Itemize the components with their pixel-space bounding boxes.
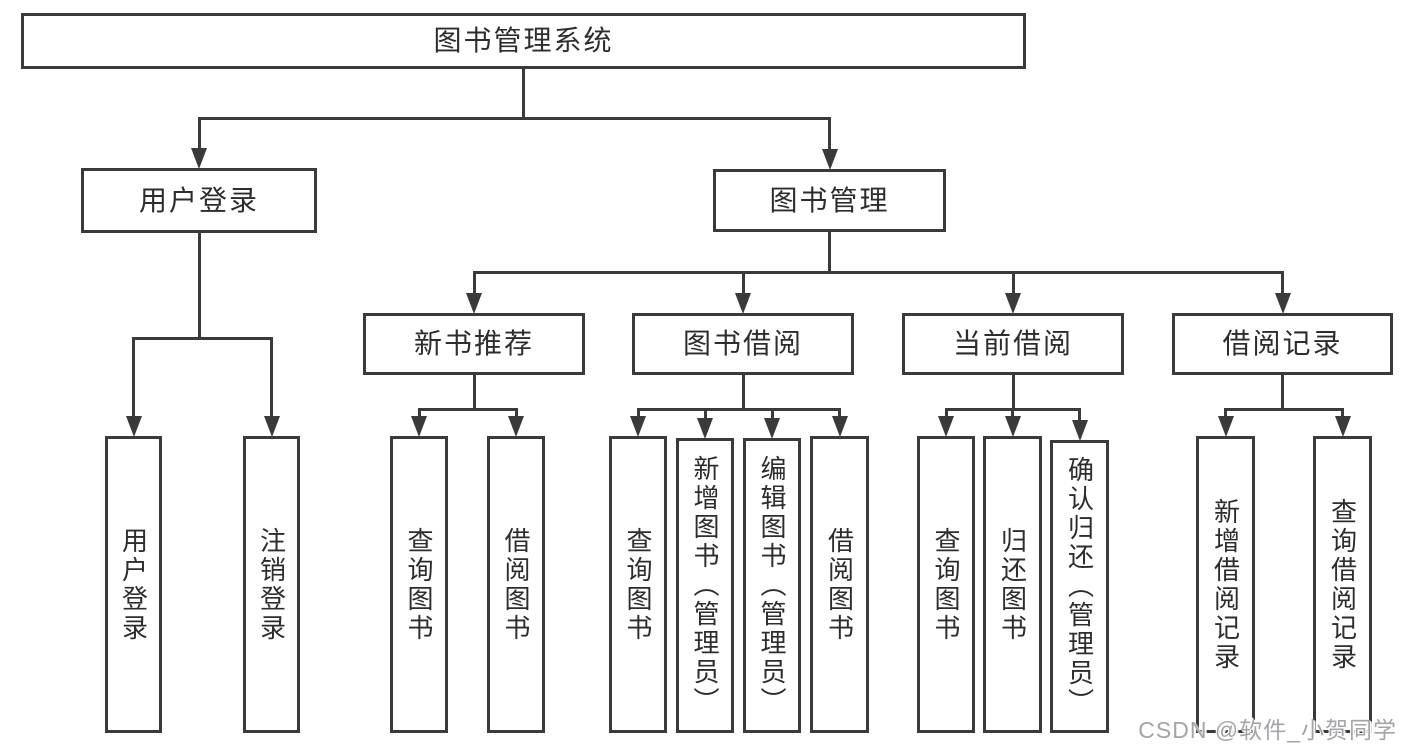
connector-drop-user-login-group — [197, 117, 201, 149]
arrowhead-down-icon-leaf-user-login — [125, 416, 142, 437]
arrowhead-down-icon-leaf-add-book — [697, 418, 713, 439]
connector-stub-current-borrowing — [1011, 375, 1015, 411]
node-borrowing-records: 借阅记录 — [1172, 313, 1393, 375]
arrowhead-down-icon-user-login-group — [191, 148, 207, 169]
connector-stub-user-login-group — [197, 233, 201, 340]
node-leaf-add-borrow-record: 新增借阅记录 — [1196, 436, 1255, 733]
node-label-new-book-recommend: 新书推荐 — [413, 328, 534, 359]
arrowhead-down-icon-leaf-query-borrow-record — [1334, 416, 1351, 437]
connector-branch-borrowing-records — [1224, 408, 1344, 411]
node-leaf-return-book: 归还图书 — [983, 436, 1042, 733]
connector-stub-new-book-recommend — [472, 375, 476, 411]
connector-branch-new-book-recommend — [417, 408, 518, 411]
connector-drop-leaf-query-book-1 — [417, 408, 421, 417]
connector-stub-book-borrowing — [741, 375, 745, 411]
connector-drop-leaf-borrow-book-1 — [514, 408, 518, 417]
connector-drop-leaf-edit-book — [770, 408, 774, 419]
watermark: CSDN @软件_小贺同学 — [1138, 717, 1397, 743]
node-book-management: 图书管理 — [713, 169, 946, 232]
connector-drop-leaf-return-book — [1011, 408, 1014, 417]
connector-drop-leaf-add-borrow-record — [1224, 408, 1227, 417]
connector-stub-root — [522, 69, 525, 120]
arrowhead-down-icon-leaf-query-book-3 — [938, 416, 954, 437]
arrowhead-down-icon-book-management — [821, 149, 838, 170]
connector-drop-leaf-confirm-return — [1078, 408, 1081, 421]
arrowhead-down-icon-leaf-edit-book — [764, 418, 780, 439]
arrowhead-down-icon-leaf-logout — [263, 416, 280, 437]
connector-stub-book-management — [828, 232, 831, 274]
arrowhead-down-icon-borrowing-records — [1274, 293, 1291, 314]
node-label-leaf-return-book: 归还图书 — [997, 526, 1028, 643]
node-label-book-borrowing: 图书借阅 — [682, 328, 803, 359]
connector-drop-book-borrowing — [741, 271, 745, 294]
node-label-leaf-query-borrow-record: 查询借阅记录 — [1327, 497, 1358, 672]
node-label-leaf-add-book: 新增图书（管理员） — [690, 455, 720, 716]
node-leaf-query-borrow-record: 查询借阅记录 — [1313, 436, 1372, 733]
connector-drop-leaf-borrow-book-2 — [838, 408, 841, 417]
connector-drop-leaf-logout — [270, 337, 273, 417]
node-label-user-login-group: 用户登录 — [138, 184, 259, 216]
node-new-book-recommend: 新书推荐 — [363, 313, 585, 375]
node-leaf-borrow-book-1: 借阅图书 — [487, 436, 545, 733]
arrowhead-down-icon-leaf-confirm-return — [1071, 420, 1088, 441]
node-label-leaf-user-login: 用户登录 — [118, 526, 149, 643]
arrowhead-down-icon-book-borrowing — [735, 293, 751, 314]
node-label-leaf-borrow-book-2: 借阅图书 — [824, 526, 855, 643]
node-label-leaf-edit-book: 编辑图书（管理员） — [757, 455, 787, 716]
node-leaf-borrow-book-2: 借阅图书 — [810, 436, 869, 733]
connector-drop-leaf-query-book-3 — [944, 408, 948, 417]
arrowhead-down-icon-leaf-return-book — [1004, 416, 1021, 437]
node-label-leaf-confirm-return: 确认归还（管理员） — [1064, 456, 1095, 717]
connector-branch-book-borrowing — [636, 408, 841, 411]
connector-drop-leaf-query-book-2 — [636, 408, 640, 417]
connector-drop-leaf-add-book — [703, 408, 707, 419]
connector-drop-new-book-recommend — [472, 271, 476, 294]
arrowhead-down-icon-leaf-query-book-1 — [411, 416, 427, 437]
connector-branch-book-management — [472, 271, 1284, 274]
connector-drop-current-borrowing — [1011, 271, 1015, 294]
node-label-leaf-query-book-1: 查询图书 — [404, 526, 434, 643]
node-root: 图书管理系统 — [21, 13, 1026, 69]
connector-branch-user-login-group — [132, 337, 273, 340]
node-leaf-confirm-return: 确认归还（管理员） — [1050, 440, 1109, 733]
connector-stub-borrowing-records — [1281, 375, 1284, 411]
connector-drop-book-management — [828, 117, 831, 150]
node-leaf-user-login: 用户登录 — [105, 436, 162, 733]
arrowhead-down-icon-new-book-recommend — [466, 293, 482, 314]
node-label-book-management: 图书管理 — [769, 184, 890, 216]
node-leaf-query-book-3: 查询图书 — [917, 436, 975, 733]
node-label-root: 图书管理系统 — [433, 25, 614, 56]
node-label-leaf-query-book-3: 查询图书 — [931, 526, 961, 643]
node-label-leaf-add-borrow-record: 新增借阅记录 — [1210, 497, 1241, 672]
node-label-current-borrowing: 当前借阅 — [952, 328, 1073, 359]
arrowhead-down-icon-leaf-add-borrow-record — [1217, 416, 1234, 437]
node-leaf-edit-book: 编辑图书（管理员） — [743, 438, 801, 733]
arrowhead-down-icon-leaf-borrow-book-1 — [508, 416, 524, 437]
arrowhead-down-icon-leaf-borrow-book-2 — [831, 416, 848, 437]
node-leaf-query-book-1: 查询图书 — [390, 436, 448, 733]
arrowhead-down-icon-current-borrowing — [1005, 293, 1021, 314]
connector-drop-leaf-query-borrow-record — [1341, 408, 1344, 417]
node-label-leaf-borrow-book-1: 借阅图书 — [501, 526, 531, 643]
node-leaf-add-book: 新增图书（管理员） — [676, 438, 734, 733]
node-book-borrowing: 图书借阅 — [632, 313, 854, 375]
connector-branch-root — [197, 117, 831, 120]
node-leaf-query-book-2: 查询图书 — [609, 436, 667, 733]
connector-drop-borrowing-records — [1281, 271, 1284, 294]
node-label-leaf-query-book-2: 查询图书 — [623, 526, 653, 643]
node-current-borrowing: 当前借阅 — [902, 313, 1124, 375]
node-label-borrowing-records: 借阅记录 — [1222, 328, 1343, 359]
node-leaf-logout: 注销登录 — [243, 436, 300, 733]
connector-drop-leaf-user-login — [132, 337, 135, 417]
node-label-leaf-logout: 注销登录 — [256, 526, 287, 643]
arrowhead-down-icon-leaf-query-book-2 — [630, 416, 646, 437]
node-user-login-group: 用户登录 — [81, 168, 317, 233]
